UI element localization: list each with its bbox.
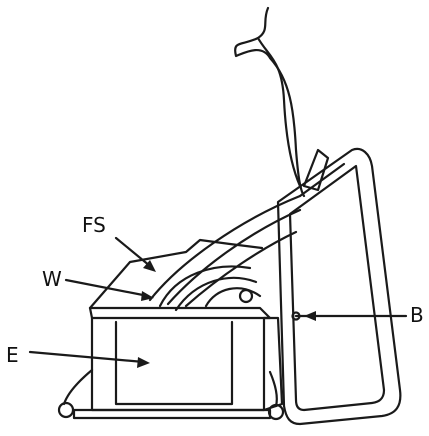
power-cord-plug: [302, 148, 330, 192]
leader-e: [28, 350, 146, 364]
basket-side: [262, 316, 284, 412]
basket-bottom-rail: [72, 408, 272, 420]
leader-w: [64, 278, 150, 298]
leader-fs: [114, 236, 152, 268]
left-caster: [57, 401, 75, 419]
lid-inner-edge: [288, 164, 386, 412]
power-cord-strand: [256, 36, 302, 188]
fry-element-1: [158, 265, 252, 308]
label-e: E: [6, 343, 19, 367]
lid-arm-inner: [166, 208, 302, 306]
arrowhead-w: [141, 291, 154, 301]
label-b: B: [410, 303, 424, 327]
left-leg: [62, 368, 94, 406]
basket-front-panel: [90, 316, 266, 412]
lid-housing: [276, 147, 402, 426]
basket-window: [114, 320, 234, 406]
fry-element-3: [204, 287, 262, 308]
basket-top-rim: [88, 306, 272, 320]
lid-arm-third: [184, 230, 298, 308]
arrowhead-fs: [143, 260, 156, 272]
arrowhead-b: [304, 311, 316, 321]
right-leg: [268, 370, 278, 408]
fry-element-2: [174, 276, 258, 312]
point-b: [291, 311, 301, 321]
label-w: W: [42, 267, 62, 291]
element-bulb: [238, 288, 254, 304]
right-caster: [267, 403, 285, 421]
arrowhead-e: [137, 357, 150, 368]
basket-back-rim: [88, 238, 264, 310]
lid-hinge: [298, 162, 346, 198]
label-fs: FS: [82, 213, 106, 237]
